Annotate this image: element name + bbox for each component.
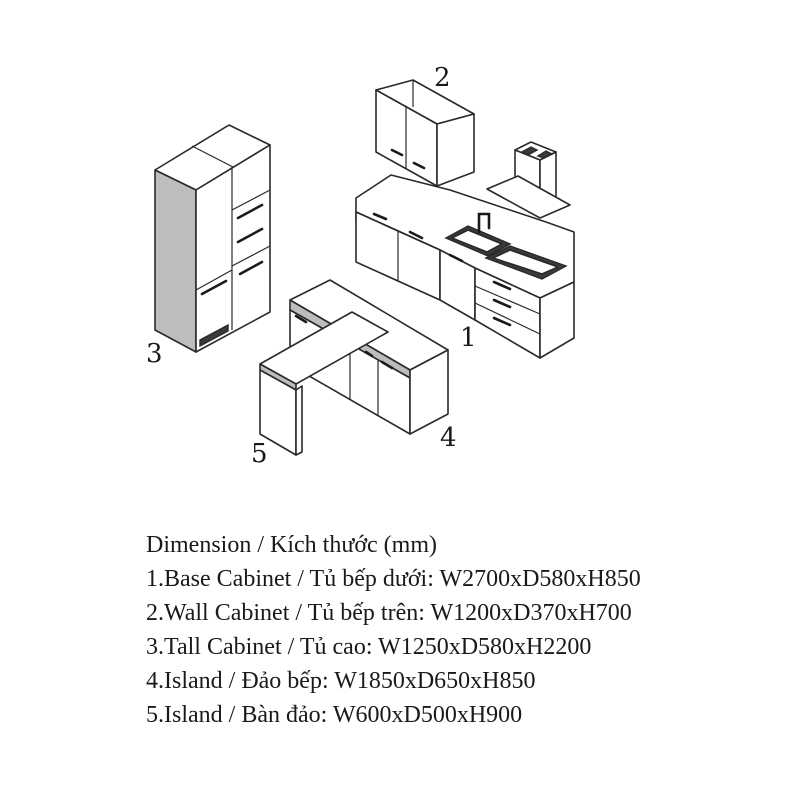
kitchen-cabinet-drawing: 1 2 3 4 5	[146, 63, 575, 469]
wall-cabinets	[375, 79, 475, 187]
callout-label: 3	[146, 339, 163, 369]
dimension-item: 1.Base Cabinet / Tủ bếp dưới: W2700xD580…	[146, 566, 641, 592]
callout-label: 2	[434, 63, 451, 93]
island-table	[259, 311, 389, 456]
callout-label: 1	[460, 323, 477, 353]
range-hood	[486, 141, 571, 219]
dimension-item: 5.Island / Bàn đảo: W600xD500xH900	[146, 702, 523, 728]
dimension-heading: Dimension / Kích thước (mm)	[146, 532, 437, 558]
dimension-item: 3.Tall Cabinet / Tủ cao: W1250xD580xH220…	[146, 634, 592, 660]
dimension-list: Dimension / Kích thước (mm) 1.Base Cabin…	[146, 528, 786, 732]
dimension-item: 2.Wall Cabinet / Tủ bếp trên: W1200xD370…	[146, 600, 632, 626]
callout-label: 5	[251, 439, 268, 469]
tall-cabinet	[154, 124, 271, 353]
base-cabinet	[355, 174, 575, 359]
dimension-item: 4.Island / Đảo bếp: W1850xD650xH850	[146, 668, 536, 694]
callout-label: 4	[440, 423, 457, 453]
